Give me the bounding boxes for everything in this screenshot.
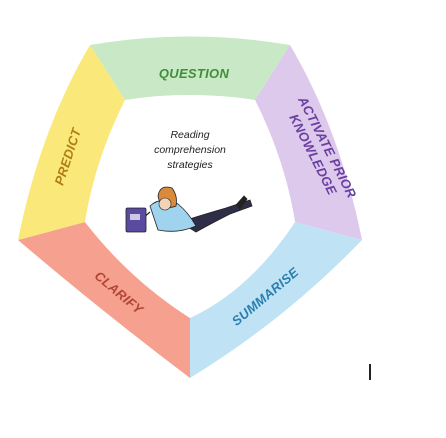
- center-line-3: strategies: [167, 159, 213, 171]
- inner-pentagon: [85, 95, 295, 318]
- segments-group: [18, 36, 362, 378]
- segment-predict: [18, 45, 125, 240]
- center-line-1: Reading: [170, 129, 209, 141]
- reading-person-icon: [139, 186, 253, 233]
- segment-activate-prior-knowledge: [255, 45, 362, 240]
- book-icon: [125, 207, 147, 233]
- segment-clarify: [18, 222, 190, 378]
- segment-question: [90, 36, 290, 100]
- text-cursor: [369, 364, 371, 380]
- segment-summarise: [190, 222, 362, 378]
- label-question: QUESTION: [159, 66, 230, 81]
- center-line-2: comprehension: [154, 144, 226, 156]
